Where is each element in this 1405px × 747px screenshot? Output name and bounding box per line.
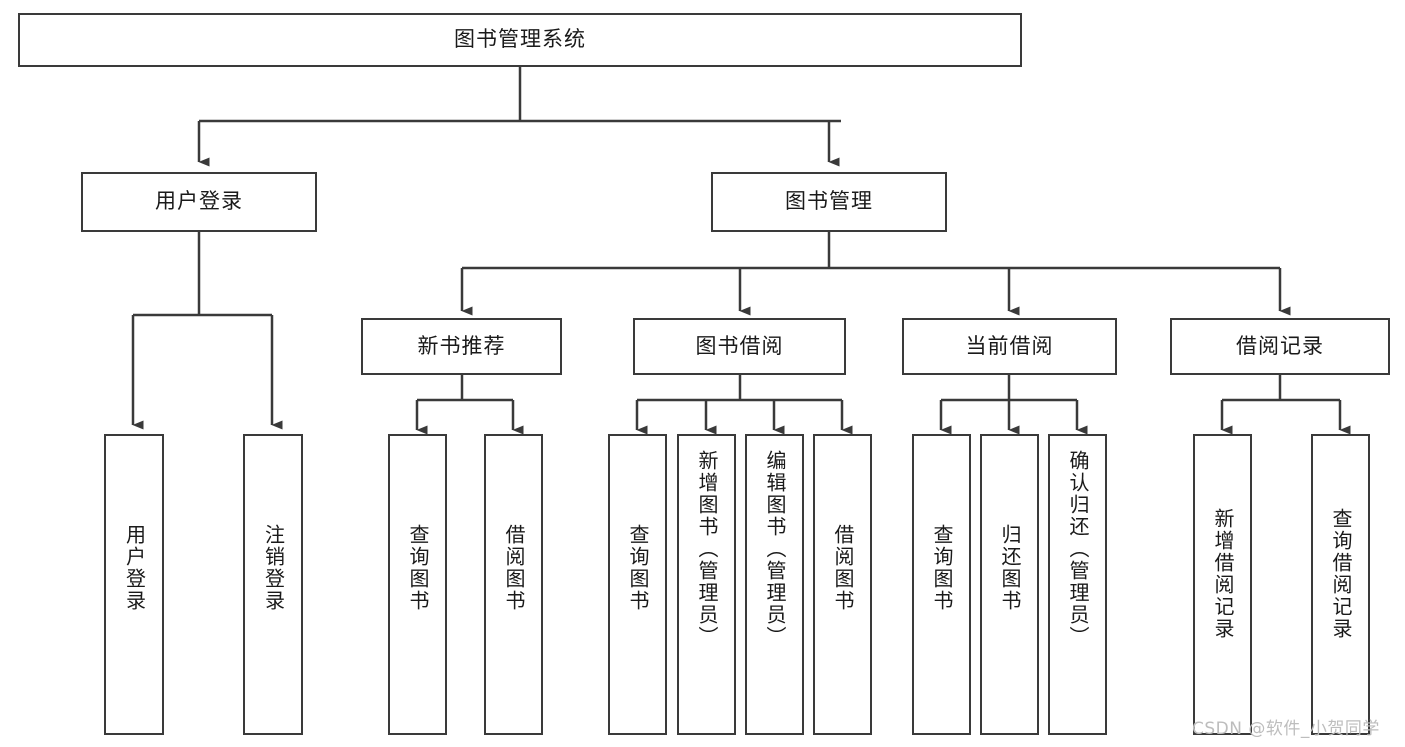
node-new-book-recommend[interactable]: 新书推荐	[361, 318, 562, 375]
node-label: 图书管理系统	[454, 27, 586, 52]
leaf-bookborrow-edit-book-admin[interactable]: 编辑图书（管理员）	[745, 434, 804, 735]
node-label: 查询图书	[930, 524, 954, 612]
leaf-borrowrecord-add-record[interactable]: 新增借阅记录	[1193, 434, 1252, 735]
node-label: 新增图书（管理员）	[695, 450, 719, 648]
node-label: 查询借阅记录	[1329, 508, 1353, 640]
node-book-borrow[interactable]: 图书借阅	[633, 318, 846, 375]
node-book-management[interactable]: 图书管理	[711, 172, 947, 232]
node-label: 查询图书	[626, 524, 650, 612]
leaf-borrowrecord-query-record[interactable]: 查询借阅记录	[1311, 434, 1370, 735]
leaf-bookborrow-add-book-admin[interactable]: 新增图书（管理员）	[677, 434, 736, 735]
node-label: 借阅记录	[1236, 333, 1324, 358]
leaf-bookborrow-query-book[interactable]: 查询图书	[608, 434, 667, 735]
node-label: 编辑图书（管理员）	[763, 450, 787, 648]
node-label: 注销登录	[261, 524, 286, 612]
node-label: 图书管理	[785, 189, 873, 214]
node-label: 用户登录	[155, 189, 243, 214]
node-label: 借阅图书	[502, 524, 526, 612]
node-label: 借阅图书	[831, 524, 855, 612]
leaf-newbook-query-book[interactable]: 查询图书	[388, 434, 447, 735]
leaf-user-login[interactable]: 用户登录	[104, 434, 164, 735]
node-label: 用户登录	[122, 524, 147, 612]
node-label: 确认归还（管理员）	[1066, 450, 1090, 648]
node-borrow-record[interactable]: 借阅记录	[1170, 318, 1390, 375]
node-label: 新增借阅记录	[1211, 508, 1235, 640]
leaf-newbook-borrow-book[interactable]: 借阅图书	[484, 434, 543, 735]
csdn-watermark: CSDN @软件_小贺同学	[1192, 719, 1380, 739]
node-label: 图书借阅	[695, 333, 784, 358]
leaf-bookborrow-borrow-book[interactable]: 借阅图书	[813, 434, 872, 735]
node-label: 新书推荐	[417, 333, 506, 358]
leaf-currentborrow-query-book[interactable]: 查询图书	[912, 434, 971, 735]
node-label: 归还图书	[998, 524, 1022, 612]
leaf-currentborrow-confirm-return-admin[interactable]: 确认归还（管理员）	[1048, 434, 1107, 735]
leaf-logout[interactable]: 注销登录	[243, 434, 303, 735]
leaf-currentborrow-return-book[interactable]: 归还图书	[980, 434, 1039, 735]
node-root-book-management-system[interactable]: 图书管理系统	[18, 13, 1022, 67]
node-label: 查询图书	[406, 524, 430, 612]
node-label: 当前借阅	[965, 333, 1054, 358]
node-current-borrow[interactable]: 当前借阅	[902, 318, 1117, 375]
node-user-login[interactable]: 用户登录	[81, 172, 317, 232]
